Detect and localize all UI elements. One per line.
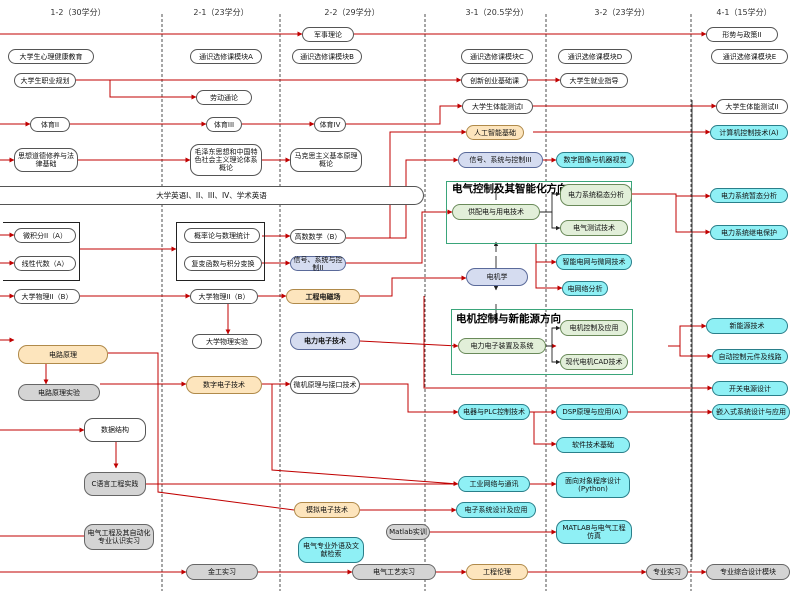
term-dividers [161, 14, 692, 591]
course-intro[interactable]: 电气工程及其自动化专业认识实习 [84, 524, 154, 550]
motor-newenergy-group [451, 309, 633, 375]
course-ai[interactable]: 人工智能基础 [466, 125, 524, 140]
motor-newenergy-title: 电机控制与新能源方向 [456, 313, 561, 325]
course-smartgrid[interactable]: 智能电网与微网技术 [556, 254, 632, 270]
course-eleccad[interactable]: MATLAB与电气工程仿真 [556, 520, 632, 544]
course-career[interactable]: 大学生职业规划 [14, 73, 76, 88]
course-marx[interactable]: 马克思主义基本原理概论 [290, 148, 362, 172]
course-pstransient[interactable]: 电力系统暂态分析 [710, 188, 788, 203]
course-pe4[interactable]: 体育IV [314, 117, 346, 132]
term-header-1-2: 1-2（30学分） [50, 8, 106, 17]
course-imgvision[interactable]: 数字图像与机器视觉 [556, 152, 634, 168]
course-genD[interactable]: 通识选修课模块D [558, 49, 632, 64]
course-pscontrol[interactable]: 电力系统稳态分析 [560, 184, 632, 206]
course-highmath[interactable]: 高数数学（B） [290, 229, 346, 244]
course-measure[interactable]: 电气测试技术 [560, 220, 628, 236]
red-connectors [0, 31, 717, 575]
course-industnet[interactable]: 工业网络与通讯 [458, 476, 530, 492]
course-situation[interactable]: 形势与政策II [706, 27, 778, 42]
course-circuitlab[interactable]: 电路原理实验 [18, 384, 100, 401]
intelligent-control-group [446, 181, 632, 244]
course-phys2b[interactable]: 大学物理II（B） [190, 289, 258, 304]
course-plc[interactable]: 电器与PLC控制技术 [458, 404, 530, 420]
course-english[interactable]: 大学英语I、II、III、IV、学术英语 [0, 186, 424, 205]
course-distrib[interactable]: 供配电与用电技术 [452, 204, 540, 220]
course-clang[interactable]: C语言工程实践 [84, 472, 146, 496]
course-switchps[interactable]: 开关电源设计 [712, 381, 788, 396]
course-labor[interactable]: 劳动通论 [196, 90, 252, 105]
course-autoctrl[interactable]: 自动控制元件及线路 [712, 349, 788, 364]
course-prob[interactable]: 概率论与数理统计 [184, 228, 260, 243]
course-innov[interactable]: 创新创业基础课 [461, 73, 528, 88]
course-internship[interactable]: 专业实习 [646, 564, 688, 580]
course-fitnessII[interactable]: 大学生体能测试II [716, 99, 788, 114]
course-motorcad[interactable]: 现代电机CAD技术 [560, 354, 628, 370]
course-motor[interactable]: 电机学 [466, 268, 528, 286]
course-emfield[interactable]: 工程电磁场 [286, 289, 360, 304]
term-header-3-2: 3-2（23学分） [594, 8, 650, 17]
course-signal3[interactable]: 信号、系统与控制III [458, 152, 543, 168]
course-calc2[interactable]: 微积分II（A） [14, 228, 76, 243]
course-datastruct[interactable]: 数据结构 [84, 418, 146, 442]
course-oop[interactable]: 面向对象程序设计(Python) [556, 472, 630, 498]
course-ideology[interactable]: 思想道德修养与法律基础 [14, 148, 78, 172]
intelligent-control-title: 电气控制及其智能化方向 [452, 183, 568, 195]
course-phys2a[interactable]: 大学物理II（B） [14, 289, 80, 304]
course-forlang[interactable]: 电气专业外语及文献检索 [298, 537, 364, 563]
course-complex[interactable]: 复变函数与积分变换 [184, 256, 262, 271]
course-physlab[interactable]: 大学物理实验 [192, 334, 262, 349]
course-pe3[interactable]: 体育III [206, 117, 242, 132]
course-netanalysis[interactable]: 电网络分析 [562, 281, 608, 296]
course-genA[interactable]: 通识选修课模块A [190, 49, 262, 64]
course-software[interactable]: 软件技术基础 [556, 437, 630, 453]
math-bracket-1 [3, 222, 80, 281]
course-ethics[interactable]: 工程伦理 [466, 564, 528, 580]
course-genB[interactable]: 通识选修课模块B [292, 49, 362, 64]
term-header-2-2: 2-2（29学分） [324, 8, 380, 17]
course-genC[interactable]: 通识选修课模块C [461, 49, 533, 64]
term-header-2-1: 2-1（23学分） [193, 8, 249, 17]
term-header-3-1: 3-1（20.5学分） [465, 8, 529, 17]
course-circuit[interactable]: 电路原理 [18, 345, 108, 364]
course-analog[interactable]: 模拟电子技术 [294, 502, 360, 518]
course-embedded[interactable]: 嵌入式系统设计与应用 [712, 404, 790, 420]
course-military[interactable]: 军事理论 [302, 27, 354, 42]
course-signal2[interactable]: 信号、系统与控制II [290, 256, 346, 272]
course-powerelec[interactable]: 电力电子技术 [290, 332, 360, 350]
course-genE[interactable]: 通识选修课模块E [711, 49, 788, 64]
course-mao[interactable]: 毛泽东思想和中国特色社会主义理论体系概论 [190, 144, 262, 176]
course-compctrl[interactable]: 计算机控制技术(A) [710, 125, 788, 140]
course-capstone[interactable]: 专业综合设计模块 [706, 564, 790, 580]
course-digital[interactable]: 数字电子技术 [186, 376, 262, 394]
course-metalwork[interactable]: 金工实习 [186, 564, 258, 580]
course-relay[interactable]: 电力系统继电保护 [710, 225, 788, 240]
course-newtech[interactable]: 新能源技术 [706, 318, 788, 334]
course-pedevice[interactable]: 电力电子装置及系统 [458, 338, 546, 354]
term-header-4-1: 4-1（15学分） [716, 8, 772, 17]
math-bracket-2 [176, 222, 265, 281]
course-elecpractice[interactable]: 电气工艺实习 [352, 564, 436, 580]
course-elecsys[interactable]: 电子系统设计及应用 [456, 502, 536, 518]
course-dsp[interactable]: DSP原理与应用(A) [556, 404, 628, 420]
course-motorctrl[interactable]: 电机控制及应用 [560, 320, 628, 336]
course-employ[interactable]: 大学生就业指导 [560, 73, 628, 88]
course-pe2[interactable]: 体育II [30, 117, 70, 132]
course-matlab[interactable]: Matlab实训 [386, 524, 430, 540]
course-micro[interactable]: 微机原理与接口技术 [290, 376, 360, 394]
course-linalg[interactable]: 线性代数（A） [14, 256, 76, 271]
course-fitnessI[interactable]: 大学生体能测试I [462, 99, 533, 114]
course-psych[interactable]: 大学生心理健康教育 [8, 49, 94, 64]
